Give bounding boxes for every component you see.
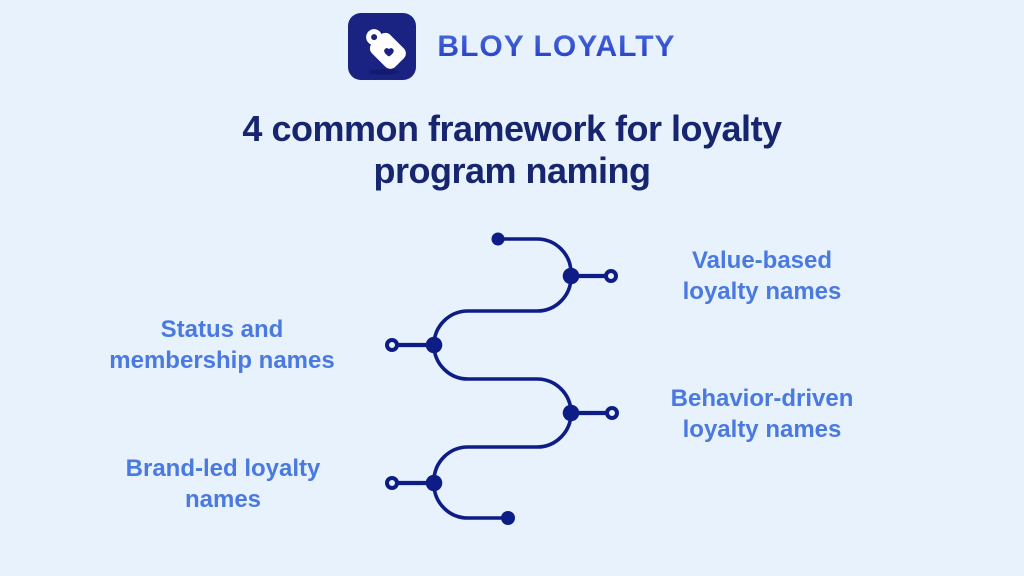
start-dot: [491, 232, 505, 246]
end-dot: [501, 511, 515, 525]
node-1-ring: [604, 269, 618, 283]
node-2-ring: [385, 338, 399, 352]
node-4-ring: [385, 476, 399, 490]
price-tag-heart-icon: [348, 13, 417, 80]
node-2-junction-dot: [425, 336, 443, 354]
node-label-status-membership: Status and membership names: [109, 315, 335, 374]
node-label-behavior-driven: Behavior-driven loyalty names: [670, 384, 854, 443]
node-1-junction-dot: [562, 267, 580, 285]
node-label-value-based: Value-based loyalty names: [682, 246, 842, 305]
node-3-ring: [605, 406, 619, 420]
node-label-brand-led: Brand-led loyalty names: [125, 454, 321, 513]
serpentine-path: [432, 237, 573, 520]
node-3-junction-dot: [562, 404, 580, 422]
page-title: 4 common framework for loyalty program n…: [242, 108, 782, 192]
brand-name: BLOY LOYALTY: [437, 30, 676, 63]
header: BLOY LOYALTY: [0, 13, 1024, 81]
node-4-junction-dot: [425, 474, 443, 492]
